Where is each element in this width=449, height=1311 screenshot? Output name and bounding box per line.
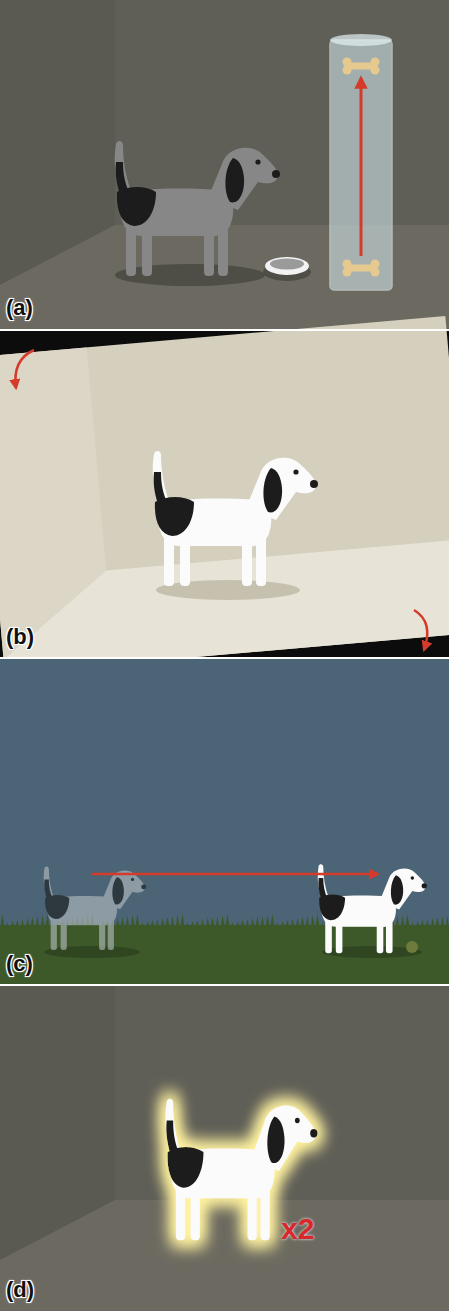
panel-label: (b) xyxy=(6,626,34,648)
dog xyxy=(115,141,280,276)
move-arrow xyxy=(92,873,378,876)
food-bowl xyxy=(265,257,309,275)
sky xyxy=(0,659,449,985)
bone xyxy=(343,58,380,75)
panel-c xyxy=(0,659,449,985)
panel-separator xyxy=(0,984,449,986)
ball xyxy=(406,941,418,953)
panel-separator xyxy=(0,329,449,331)
floor xyxy=(0,1200,449,1311)
faded-dog xyxy=(44,866,147,950)
panel-label: (d) xyxy=(6,1279,34,1301)
panel-a xyxy=(0,0,449,330)
arrow-glow xyxy=(92,871,378,878)
lift-arrow xyxy=(360,78,363,256)
panel-separator xyxy=(0,657,449,659)
glass-cylinder xyxy=(330,40,392,290)
floor xyxy=(0,539,449,674)
bone xyxy=(343,260,380,277)
dog-shadow xyxy=(115,264,265,286)
panel-label: (c) xyxy=(6,953,33,975)
multiplier-label: x2 xyxy=(281,1214,314,1244)
rotation-arrow xyxy=(15,350,34,388)
back-wall xyxy=(0,986,449,1311)
back-wall xyxy=(0,316,449,674)
panel-b xyxy=(0,316,449,674)
panel-label: (a) xyxy=(6,297,33,319)
rotation-arrow xyxy=(414,610,427,650)
dog-shadow xyxy=(156,580,300,600)
bowl-inside xyxy=(270,259,304,270)
panel-d xyxy=(0,986,449,1311)
dog-shadow xyxy=(44,946,140,958)
back-wall xyxy=(0,0,449,330)
cylinder-top xyxy=(330,34,392,46)
dog xyxy=(153,451,318,586)
